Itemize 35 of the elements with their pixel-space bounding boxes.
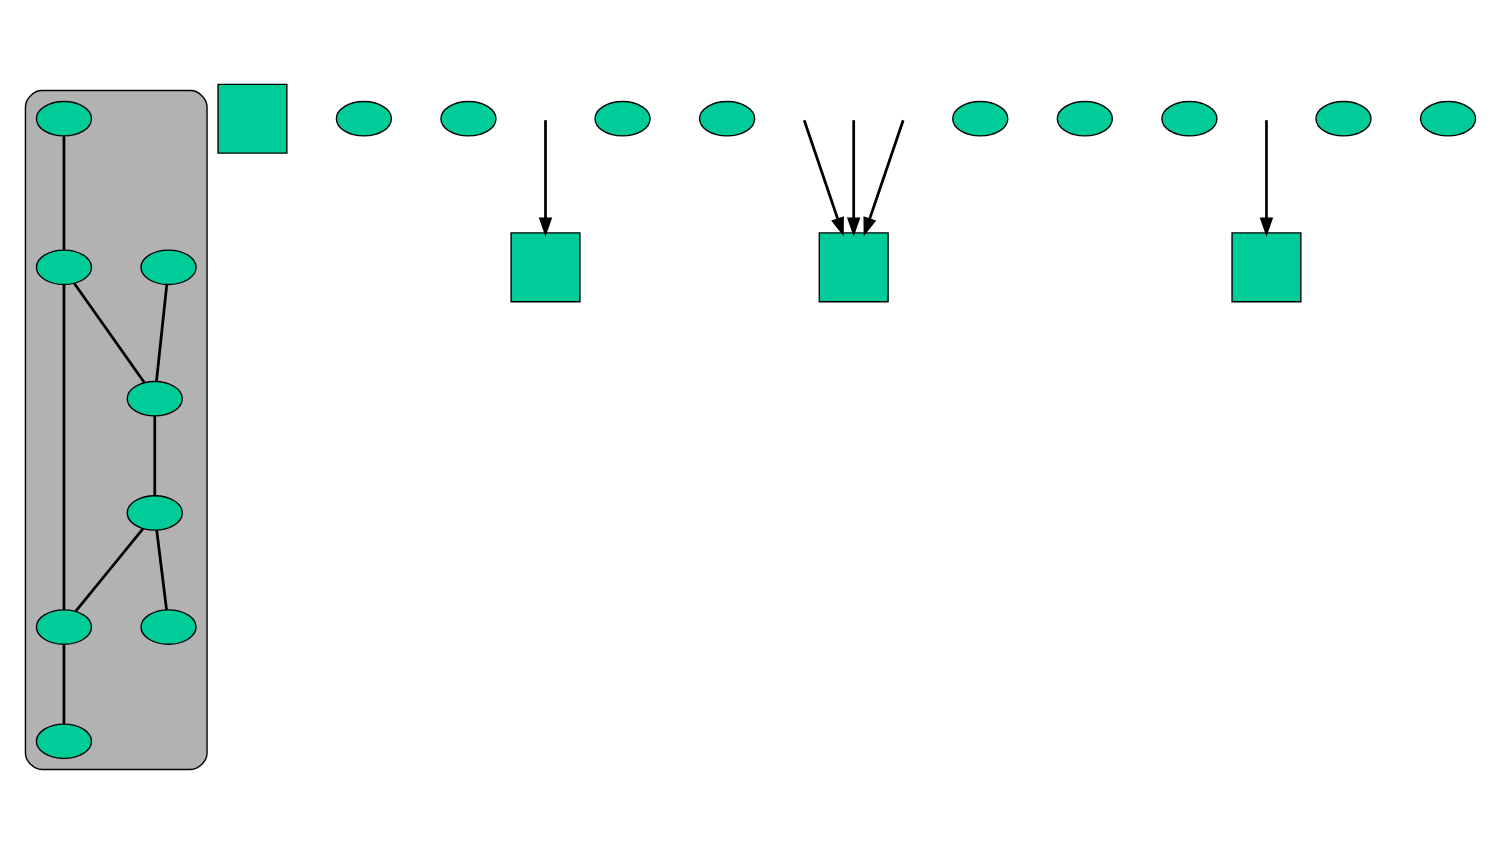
node-ellipse (126, 380, 183, 417)
arrow (802, 119, 844, 237)
node-ellipse (35, 722, 93, 759)
connector (155, 529, 168, 610)
node-ellipse (35, 608, 93, 645)
node-ellipse (698, 100, 756, 137)
arrow (1259, 119, 1274, 237)
connector (62, 643, 66, 724)
node-ellipse (1161, 100, 1218, 137)
arrow (846, 119, 861, 237)
arrow (863, 119, 905, 237)
cluster (24, 89, 208, 770)
arrow (538, 119, 553, 237)
node-ellipse (1419, 100, 1477, 137)
node-ellipse (140, 608, 197, 645)
node-ellipse (440, 100, 497, 137)
node-ellipse (594, 100, 651, 137)
connector (74, 527, 144, 612)
node-box (217, 83, 288, 154)
connector (62, 135, 66, 250)
node-ellipse (140, 248, 197, 285)
node-ellipse (35, 248, 93, 285)
connector (73, 282, 146, 384)
node-ellipse (952, 100, 1009, 137)
node-ellipse (35, 100, 93, 137)
connector (155, 284, 169, 381)
node-box (1231, 231, 1302, 302)
node-ellipse (1056, 100, 1114, 137)
node-box (818, 231, 889, 302)
node-ellipse (1315, 100, 1372, 137)
connector (153, 415, 157, 496)
node-ellipse (126, 494, 183, 531)
node-box (510, 231, 581, 302)
node-ellipse (335, 100, 393, 137)
connector (62, 284, 66, 610)
